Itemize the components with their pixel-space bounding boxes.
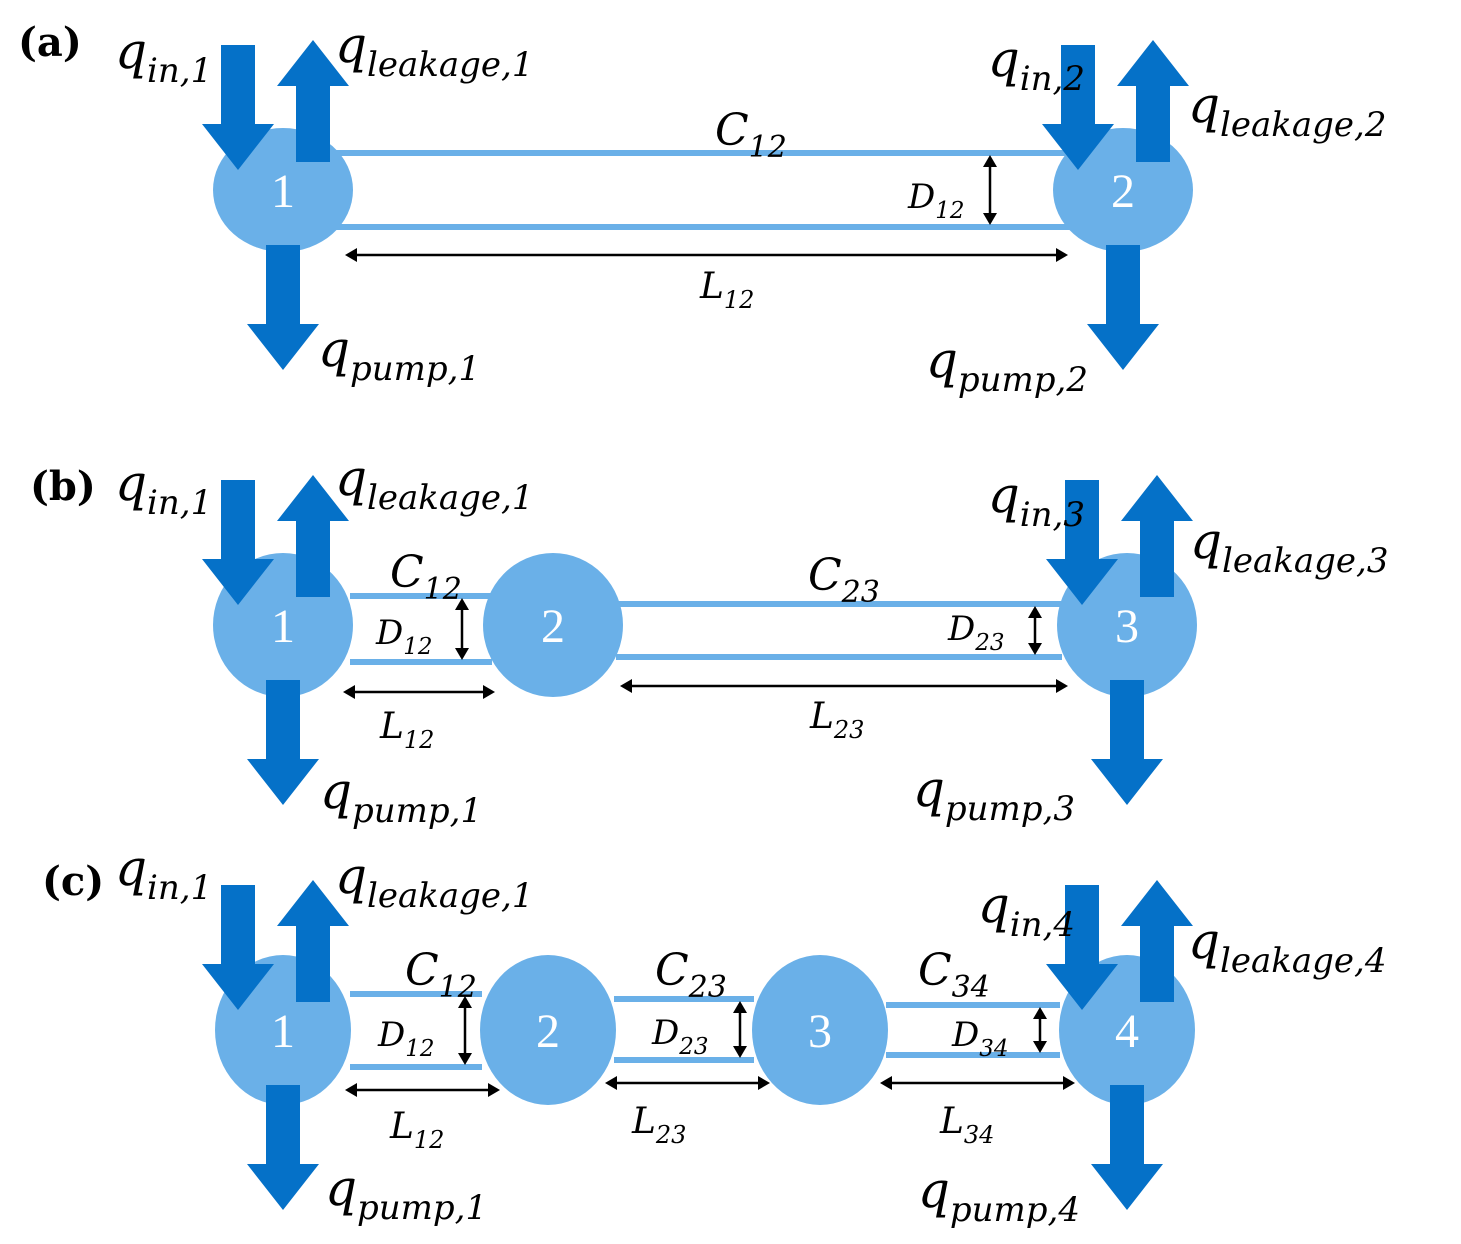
diameter-arrow-c-23-head-top: [733, 1001, 747, 1013]
pump-label-a-2: qpump,2: [926, 331, 1088, 400]
inflow-arrow-b-1: [202, 480, 274, 605]
diameter-arrow-b-12-head-top: [455, 598, 469, 610]
leakage-label-a-2: qleakage,2: [1188, 76, 1386, 145]
diameter-arrow-a-12-head-bottom: [983, 213, 997, 225]
diameter-arrow-c-34-head-top: [1033, 1007, 1047, 1019]
pump-label-b-1: qpump,1: [320, 762, 482, 831]
length-arrow-b-23-head-left: [620, 679, 632, 693]
diameter-arrow-c-23-head-bottom: [733, 1046, 747, 1058]
length-label-b-12: L12: [379, 706, 434, 754]
length-label-c-34: L34: [939, 1101, 994, 1149]
node-label-c-4: 4: [1115, 1005, 1139, 1058]
conductance-label-b-23: C23: [808, 550, 880, 610]
inflow-label-c-4: qin,4: [978, 876, 1075, 945]
panel-c: (c) 1 2 3 4: [42, 858, 1195, 1105]
inflow-label-a-1: qin,1: [115, 22, 212, 91]
conductance-label-c-12: C12: [405, 945, 477, 1005]
node-label-a-1: 1: [271, 165, 295, 218]
pump-label-c-1: qpump,1: [325, 1159, 487, 1228]
pump-arrow-c-4: [1091, 1085, 1163, 1210]
leakage-arrow-a-1: [277, 40, 349, 162]
inflow-label-b-3: qin,3: [988, 466, 1085, 535]
inflow-arrow-c-4: [1046, 885, 1118, 1010]
leakage-arrow-c-1: [277, 880, 349, 1002]
leakage-arrow-a-2: [1117, 40, 1189, 162]
pump-arrow-b-1: [247, 680, 319, 805]
pump-arrow-a-1: [247, 245, 319, 370]
leakage-arrow-b-3: [1121, 475, 1193, 597]
panel-a: (a) 1 2: [18, 19, 1193, 252]
panel-letter-c: (c): [42, 858, 104, 905]
node-label-b-3: 3: [1115, 600, 1139, 653]
pump-label-a-1: qpump,1: [318, 320, 480, 389]
diameter-arrow-c-12-head-bottom: [458, 1053, 472, 1065]
leakage-arrow-b-1: [277, 475, 349, 597]
pump-arrow-a-2: [1087, 245, 1159, 370]
length-label-b-23: L23: [809, 696, 864, 744]
length-arrow-c-34-head-left: [880, 1076, 892, 1090]
diameter-label-c-12: D12: [377, 1015, 435, 1062]
node-c-2: [480, 955, 616, 1105]
diameter-arrow-b-23-head-top: [1028, 606, 1042, 618]
conductance-label-c-34: C34: [918, 945, 990, 1005]
diameter-arrow-b-12-head-bottom: [455, 648, 469, 660]
diameter-arrow-c-34-head-bottom: [1033, 1041, 1047, 1053]
node-label-b-1: 1: [271, 600, 295, 653]
length-arrow-b-12-head-right: [483, 685, 495, 699]
pump-label-b-3: qpump,3: [913, 760, 1075, 829]
panel-b: (b) 1 2 3: [30, 463, 1197, 697]
panel-letter-a: (a): [18, 19, 82, 66]
panel-letter-b: (b): [30, 463, 96, 510]
length-arrow-b-23-head-right: [1056, 679, 1068, 693]
diameter-label-a-12: D12: [907, 177, 965, 224]
node-label-b-2: 2: [541, 600, 565, 653]
length-arrow-a-12-head-left: [345, 248, 357, 262]
length-arrow-a-12-head-right: [1056, 248, 1068, 262]
inflow-arrow-a-2: [1042, 45, 1114, 170]
inflow-arrow-a-1: [202, 45, 274, 170]
inflow-label-a-2: qin,2: [988, 30, 1085, 99]
diameter-arrow-c-12-head-top: [458, 996, 472, 1008]
length-arrow-c-34-head-right: [1063, 1076, 1075, 1090]
pump-arrow-b-3: [1091, 680, 1163, 805]
diameter-label-c-23: D23: [651, 1013, 709, 1060]
node-c-3: [752, 955, 888, 1105]
node-label-c-2: 2: [536, 1005, 560, 1058]
length-arrow-c-12-head-left: [345, 1083, 357, 1097]
leakage-label-c-4: qleakage,4: [1188, 912, 1386, 981]
length-arrow-c-23-head-left: [605, 1076, 617, 1090]
length-label-a-12: L12: [699, 266, 754, 314]
length-arrow-b-12-head-left: [343, 685, 355, 699]
leakage-label-b-1: qleakage,1: [335, 449, 533, 518]
leakage-label-b-3: qleakage,3: [1190, 512, 1388, 581]
conductance-label-a-12: C12: [715, 105, 787, 165]
diameter-arrow-b-23-head-bottom: [1028, 643, 1042, 655]
pump-arrow-c-1: [247, 1085, 319, 1210]
leakage-label-a-1: qleakage,1: [335, 16, 533, 85]
leakage-label-c-1: qleakage,1: [335, 847, 533, 916]
length-label-c-23: L23: [631, 1101, 686, 1149]
length-arrow-c-23-head-right: [758, 1076, 770, 1090]
inflow-label-c-1: qin,1: [115, 839, 212, 908]
inflow-arrow-b-3: [1046, 480, 1118, 605]
diameter-arrow-a-12-head-top: [983, 155, 997, 167]
inflow-arrow-c-1: [202, 885, 274, 1010]
inflow-label-b-1: qin,1: [115, 454, 212, 523]
length-label-c-12: L12: [389, 1106, 444, 1154]
node-b-2: [483, 553, 623, 697]
node-label-a-2: 2: [1111, 165, 1135, 218]
leakage-arrow-c-4: [1121, 880, 1193, 1002]
conductance-label-b-12: C12: [390, 547, 462, 607]
diameter-label-b-23: D23: [947, 609, 1005, 656]
node-label-c-3: 3: [808, 1005, 832, 1058]
conductance-label-c-23: C23: [655, 945, 727, 1005]
diameter-label-c-34: D34: [951, 1015, 1009, 1062]
node-label-c-1: 1: [271, 1005, 295, 1058]
length-arrow-c-12-head-right: [488, 1083, 500, 1097]
pump-label-c-4: qpump,4: [918, 1161, 1080, 1230]
diameter-label-b-12: D12: [375, 613, 433, 660]
